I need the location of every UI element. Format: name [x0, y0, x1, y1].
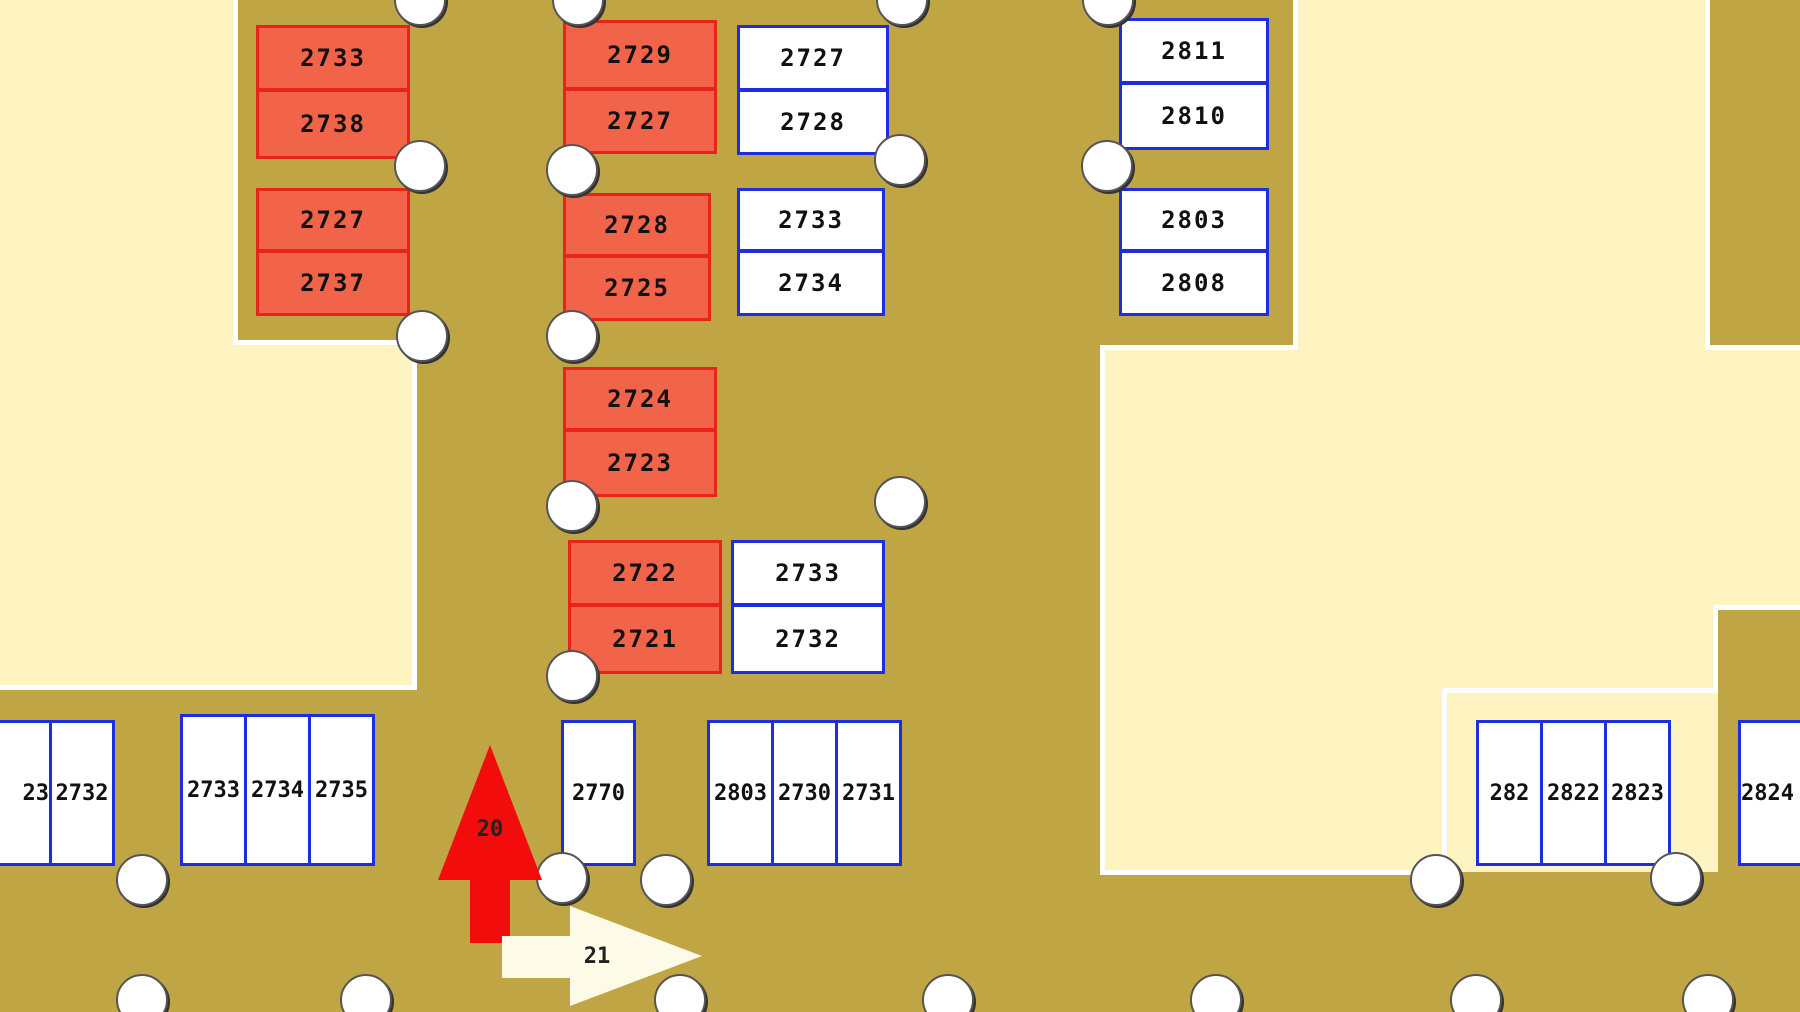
- parking-slot-available[interactable]: 2733: [737, 188, 885, 252]
- parking-slot-selected[interactable]: 2727: [256, 188, 410, 252]
- location-marker[interactable]: [922, 974, 974, 1012]
- arrow-up-shape: [438, 745, 542, 943]
- zone-right-edge-6: [1442, 688, 1718, 693]
- zone-left-upper: [0, 0, 233, 343]
- zone-right-edge-7: [1713, 608, 1718, 693]
- zone-right-edge-9: [1705, 0, 1710, 350]
- arrow-up-icon: 20: [438, 745, 542, 943]
- arrow-right-icon: 21: [502, 906, 702, 1006]
- zone-left-edge-4: [0, 685, 417, 690]
- parking-slot-available[interactable]: 2732: [49, 720, 115, 866]
- location-marker[interactable]: [1081, 140, 1133, 192]
- parking-slot-available[interactable]: 2733: [180, 714, 247, 866]
- parking-slot-available[interactable]: 2734: [244, 714, 311, 866]
- parking-slot-available[interactable]: 2733: [731, 540, 885, 606]
- location-marker[interactable]: [546, 650, 598, 702]
- zone-left-edge-2: [233, 340, 417, 345]
- parking-slot-selected[interactable]: 2727: [563, 88, 717, 154]
- parking-slot-available[interactable]: 2728: [737, 89, 889, 155]
- parking-slot-selected[interactable]: 2738: [256, 89, 410, 159]
- location-marker[interactable]: [1190, 974, 1242, 1012]
- zone-left-lower: [0, 343, 412, 686]
- parking-slot-available[interactable]: 2811: [1119, 18, 1269, 84]
- parking-slot-available[interactable]: 2732: [731, 604, 885, 674]
- parking-slot-available[interactable]: 2822: [1540, 720, 1607, 866]
- parking-slot-available[interactable]: 2727: [737, 25, 889, 91]
- location-marker[interactable]: [640, 854, 692, 906]
- zone-right-upper: [1298, 0, 1710, 350]
- location-marker[interactable]: [536, 852, 588, 904]
- parking-slot-available[interactable]: 2824: [1738, 720, 1800, 866]
- zone-right-edge-4: [1100, 870, 1445, 875]
- location-marker[interactable]: [394, 0, 446, 26]
- parking-slot-available[interactable]: 23: [0, 720, 52, 866]
- zone-right-lower-b: [1105, 610, 1447, 872]
- floor-right-strip: [1710, 0, 1800, 343]
- parking-slot-selected[interactable]: 2733: [256, 25, 410, 91]
- zone-right-edge-8: [1713, 605, 1800, 610]
- parking-slot-available[interactable]: 2734: [737, 250, 885, 316]
- location-marker[interactable]: [874, 476, 926, 528]
- zone-right-edge-2: [1100, 345, 1298, 350]
- parking-slot-selected[interactable]: 2737: [256, 250, 410, 316]
- parking-slot-selected[interactable]: 2725: [563, 255, 711, 321]
- parking-slot-available[interactable]: 282: [1476, 720, 1543, 866]
- parking-slot-available[interactable]: 2808: [1119, 250, 1269, 316]
- location-marker[interactable]: [1650, 852, 1702, 904]
- location-marker[interactable]: [1682, 974, 1734, 1012]
- zone-right-main: [1105, 350, 1800, 610]
- parking-slot-selected[interactable]: 2724: [563, 367, 717, 431]
- location-marker[interactable]: [1450, 974, 1502, 1012]
- parking-slot-available[interactable]: 2810: [1119, 82, 1269, 150]
- zone-left-edge-1: [233, 0, 238, 343]
- parking-slot-available[interactable]: 2735: [308, 714, 375, 866]
- parking-slot-available[interactable]: 2770: [561, 720, 636, 866]
- location-marker[interactable]: [546, 144, 598, 196]
- location-marker[interactable]: [876, 0, 928, 26]
- location-marker[interactable]: [546, 310, 598, 362]
- parking-slot-available[interactable]: 2730: [771, 720, 838, 866]
- location-marker[interactable]: [340, 974, 392, 1012]
- location-marker[interactable]: [874, 134, 926, 186]
- parking-slot-selected[interactable]: 2728: [563, 193, 711, 257]
- zone-right-edge-5: [1442, 690, 1447, 875]
- arrow-right-shape: [502, 906, 702, 1006]
- parking-slot-available[interactable]: 2823: [1604, 720, 1671, 866]
- zone-left-edge-3: [412, 340, 417, 690]
- location-marker[interactable]: [546, 480, 598, 532]
- parking-slot-available[interactable]: 2731: [835, 720, 902, 866]
- parking-slot-available[interactable]: 2803: [707, 720, 774, 866]
- zone-right-edge-3: [1100, 345, 1105, 875]
- zone-right-edge-1: [1293, 0, 1298, 350]
- arrow-up-label: 20: [476, 816, 504, 842]
- location-marker[interactable]: [116, 854, 168, 906]
- parking-slot-selected[interactable]: 2729: [563, 20, 717, 90]
- parking-slot-available[interactable]: 2803: [1119, 188, 1269, 252]
- location-marker[interactable]: [654, 974, 706, 1012]
- parking-slot-selected[interactable]: 2722: [568, 540, 722, 606]
- location-marker[interactable]: [396, 310, 448, 362]
- location-marker[interactable]: [394, 140, 446, 192]
- arrow-right-label: 21: [583, 943, 611, 969]
- location-marker[interactable]: [1410, 854, 1462, 906]
- zone-right-edge-10: [1705, 345, 1800, 350]
- location-marker[interactable]: [116, 974, 168, 1012]
